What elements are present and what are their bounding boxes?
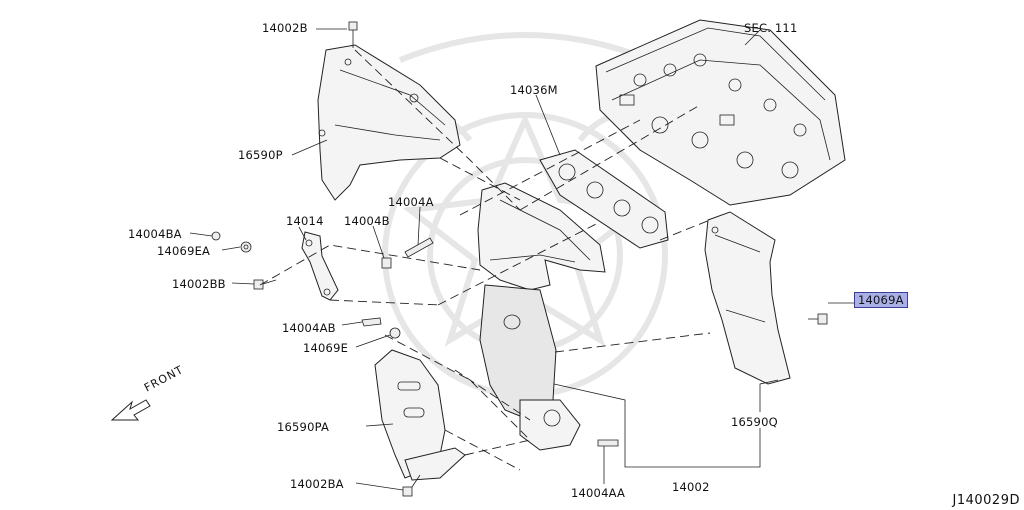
label-14036M[interactable]: 14036M — [510, 83, 558, 97]
exhaust-manifold — [477, 182, 606, 451]
label-16590Q[interactable]: 16590Q — [731, 415, 778, 429]
label-14004BA[interactable]: 14004BA — [128, 227, 182, 241]
fasteners — [211, 21, 828, 497]
label-14002BB[interactable]: 14002BB — [172, 277, 226, 291]
heat-shield-upper — [317, 44, 461, 201]
label-14014[interactable]: 14014 — [286, 214, 324, 228]
cylinder-head — [595, 19, 846, 206]
heat-shield-rear — [704, 211, 791, 385]
label-14004B[interactable]: 14004B — [344, 214, 390, 228]
label-14069A-highlighted[interactable]: 14069A — [854, 292, 908, 308]
label-16590PA[interactable]: 16590PA — [277, 420, 330, 434]
heat-shield-lower — [374, 349, 466, 481]
label-14002[interactable]: 14002 — [672, 480, 710, 494]
assembly-lines — [259, 49, 711, 471]
label-14004AA[interactable]: 14004AA — [571, 486, 626, 500]
label-sec-111[interactable]: SEC. 111 — [744, 21, 798, 35]
label-14004A[interactable]: 14004A — [388, 195, 434, 209]
label-14002BA[interactable]: 14002BA — [290, 477, 344, 491]
label-14004AB[interactable]: 14004AB — [282, 321, 336, 335]
manifold-gasket — [539, 149, 669, 249]
front-arrow-icon — [110, 399, 151, 421]
label-14002B[interactable]: 14002B — [262, 21, 308, 35]
bracket — [301, 231, 339, 301]
diagram-code: J140029D — [952, 493, 1020, 508]
label-14069EA[interactable]: 14069EA — [157, 244, 211, 258]
leader-lines — [189, 28, 854, 491]
label-16590P[interactable]: 16590P — [238, 148, 283, 162]
label-14069E[interactable]: 14069E — [303, 341, 349, 355]
